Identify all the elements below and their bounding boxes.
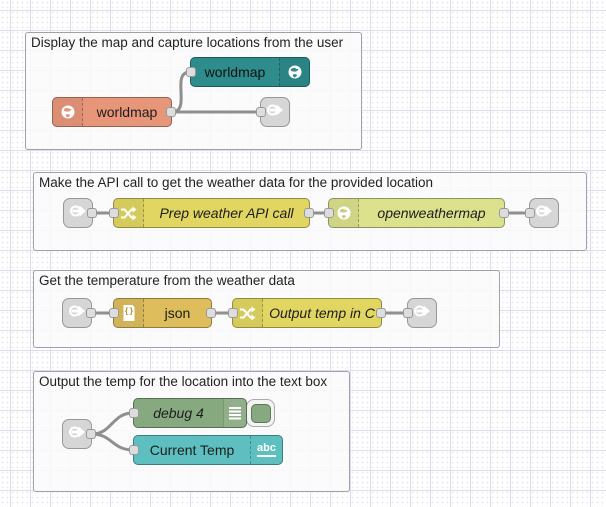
node-port-input[interactable] <box>256 107 266 117</box>
node-port-input[interactable] <box>109 308 119 318</box>
node-change-output-temp[interactable]: Output temp in C <box>228 298 386 328</box>
node-label: worldmap <box>96 104 158 120</box>
node-label: worldmap <box>204 64 266 80</box>
node-port-input[interactable] <box>525 208 535 218</box>
node-port-output[interactable] <box>206 308 216 318</box>
change-shuffle-icon <box>114 199 144 227</box>
node-port-output[interactable] <box>166 107 176 117</box>
globe-icon <box>279 58 309 86</box>
node-change-prep-weather[interactable]: Prep weather API call <box>109 198 314 228</box>
svg-text:{}: {} <box>124 307 134 316</box>
change-shuffle-icon <box>233 299 263 327</box>
globe-icon <box>329 199 359 227</box>
debug-toggle-state <box>250 403 271 423</box>
node-label: debug 4 <box>153 405 204 421</box>
node-port-input[interactable] <box>109 208 119 218</box>
group-title: Get the temperature from the weather dat… <box>39 273 295 288</box>
node-label: Output temp in C <box>269 305 375 321</box>
node-link-out[interactable] <box>403 298 437 328</box>
node-port-input[interactable] <box>228 308 238 318</box>
group-output-temp[interactable]: Output the temp for the location into th… <box>33 371 350 492</box>
link-icon <box>535 202 553 225</box>
group-title: Display the map and capture locations fr… <box>31 35 344 50</box>
node-link-in[interactable] <box>63 198 97 228</box>
node-port-output[interactable] <box>304 208 314 218</box>
node-ui-text-current-temp[interactable]: Current Temp abc <box>129 435 283 465</box>
node-link-in[interactable] <box>62 419 96 449</box>
debug-sidebar-icon <box>223 399 246 427</box>
node-port-output[interactable] <box>86 429 96 439</box>
link-icon <box>68 302 86 325</box>
link-icon <box>68 423 86 446</box>
group-display-map[interactable]: Display the map and capture locations fr… <box>25 32 362 150</box>
node-port-output[interactable] <box>87 208 97 218</box>
abc-text-icon: abc <box>250 436 282 464</box>
node-port-output[interactable] <box>86 308 96 318</box>
node-debug[interactable]: debug 4 <box>129 398 247 428</box>
node-link-out[interactable] <box>525 198 559 228</box>
debug-toggle-button[interactable] <box>246 399 275 427</box>
node-port-output[interactable] <box>499 208 509 218</box>
node-openweathermap[interactable]: openweathermap <box>324 198 509 228</box>
link-icon <box>69 202 87 225</box>
group-title: Make the API call to get the weather dat… <box>39 175 433 190</box>
wire[interactable] <box>90 432 135 452</box>
group-title: Output the temp for the location into th… <box>39 374 328 389</box>
node-label: Current Temp <box>149 442 235 458</box>
node-label: json <box>164 305 191 321</box>
node-port-input[interactable] <box>129 445 139 455</box>
node-port-output[interactable] <box>376 308 386 318</box>
node-port-input[interactable] <box>324 208 334 218</box>
wire[interactable] <box>90 411 135 436</box>
node-json[interactable]: {} json <box>109 298 216 328</box>
link-icon <box>266 101 284 124</box>
json-parser-icon: {} <box>114 299 144 327</box>
globe-icon <box>53 98 83 126</box>
node-label: openweathermap <box>377 205 486 221</box>
node-port-input[interactable] <box>403 308 413 318</box>
node-link-out[interactable] <box>256 97 290 127</box>
node-port-input[interactable] <box>129 408 139 418</box>
link-icon <box>413 302 431 325</box>
node-link-in[interactable] <box>62 298 96 328</box>
node-worldmap[interactable]: worldmap <box>52 97 176 127</box>
node-worldmap-in[interactable]: worldmap <box>186 57 310 87</box>
node-port-input[interactable] <box>186 67 196 77</box>
node-label: Prep weather API call <box>159 205 294 221</box>
wire[interactable] <box>170 70 192 114</box>
